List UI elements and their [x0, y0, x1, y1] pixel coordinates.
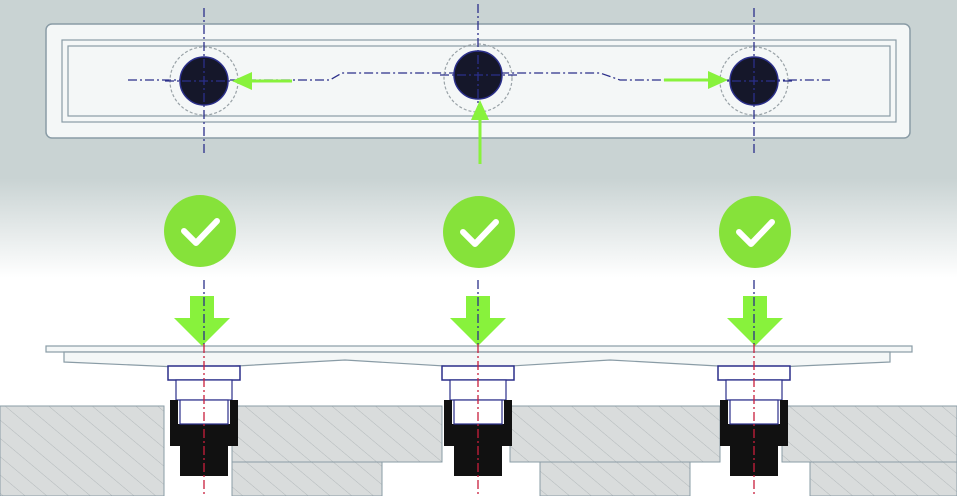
tray-top-plate [45, 345, 913, 353]
tray-sloped-body [63, 351, 891, 369]
offset-arrow-left [232, 72, 292, 90]
drain-center-top [440, 4, 520, 118]
checkmark-icon [164, 195, 236, 267]
floor-block [509, 405, 721, 463]
floor-block [539, 461, 691, 496]
offset-arrow-up [471, 100, 489, 164]
offset-arrow-right [664, 71, 728, 89]
hole-tolerance-circle [443, 43, 513, 113]
floor-block [231, 405, 443, 463]
floor-block [809, 461, 957, 496]
floor-block [0, 405, 165, 496]
floor-section [0, 405, 957, 496]
floor-block [231, 461, 383, 496]
down-arrow-icon [727, 296, 783, 346]
floor-block [781, 405, 957, 463]
checkmark-icon [719, 196, 791, 268]
checkmark-icon [443, 196, 515, 268]
down-arrow-icon [174, 296, 230, 346]
tray-side-view [45, 345, 913, 369]
